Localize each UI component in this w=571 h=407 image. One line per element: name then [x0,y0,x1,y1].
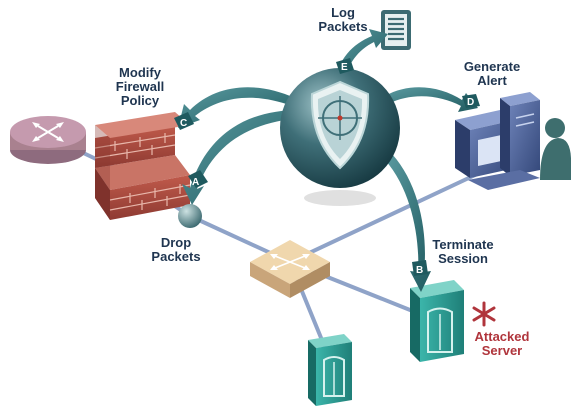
marker-d: D [462,94,480,108]
document-list-icon [381,10,411,50]
marker-b-letter: B [416,265,423,276]
marker-e-letter: E [341,62,348,73]
arrow-a-drop [182,110,302,205]
marker-b: B [412,260,428,276]
marker-a-letter: A [192,177,199,188]
drop-node-sphere [178,204,202,228]
response-arrows [178,29,478,292]
attacked-server-label-line-2: Server [481,343,523,358]
arrow-d-alert [385,87,478,112]
generate-alert-label: Generate Alert [452,60,532,88]
attacked-server-label-line-1: Attacked [474,329,530,344]
terminate-session-label-line-1: Terminate [432,237,494,252]
log-packets-label: Log Packets [314,6,372,34]
server-icon [308,334,352,406]
generate-alert-label-line-2: Alert [477,73,507,88]
user-silhouette-icon [540,118,571,180]
attacked-server-label: Attacked Server [466,330,538,358]
arrow-b-terminate [385,154,431,292]
marker-d-letter: D [467,97,474,108]
modify-policy-label-line-1: Modify [119,65,161,80]
marker-c-letter: C [180,118,187,129]
marker-c: C [174,112,194,130]
drop-packets-label-line-2: Packets [151,249,201,264]
terminate-session-label: Terminate Session [418,238,508,266]
router-icon [10,116,86,164]
drop-packets-label: Drop Packets [140,236,212,264]
marker-e: E [336,58,354,74]
arrow-c-modify [178,87,295,128]
arrow-e-log [335,29,388,84]
firewall-icon [94,112,191,220]
link-switch-workstation [288,166,492,264]
marker-a: A [188,170,208,188]
workstation-icon [455,92,540,190]
modify-policy-label-line-3: Policy [120,93,160,108]
log-packets-label-line-1: Log [331,5,355,20]
asterisk-icon [472,301,496,327]
drop-packets-label-line-1: Drop [160,235,192,250]
modify-policy-label: Modify Firewall Policy [100,66,180,108]
generate-alert-label-line-1: Generate [463,59,521,74]
attacked-server-icon [410,280,464,362]
switch-icon [250,240,330,298]
terminate-session-label-line-2: Session [438,251,488,266]
modify-policy-label-line-2: Firewall [115,79,165,94]
ids-sensor [280,68,400,206]
log-packets-label-line-2: Packets [318,19,368,34]
